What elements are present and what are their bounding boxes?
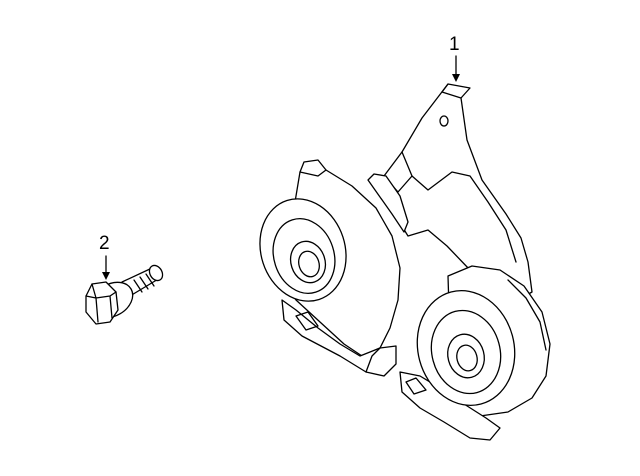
callout-label-1: 1 xyxy=(449,34,460,55)
bracket-hole xyxy=(439,115,449,127)
upper-horn-center xyxy=(289,240,327,284)
callout-label-2: 2 xyxy=(99,233,110,254)
bolt-part-2 xyxy=(85,255,164,325)
horn-assembly-part-1 xyxy=(259,55,551,441)
bolt-hex-head xyxy=(85,281,119,325)
upper-horn-foot xyxy=(281,299,397,377)
upper-horn-tab xyxy=(367,173,409,233)
mounting-bracket xyxy=(383,83,533,301)
